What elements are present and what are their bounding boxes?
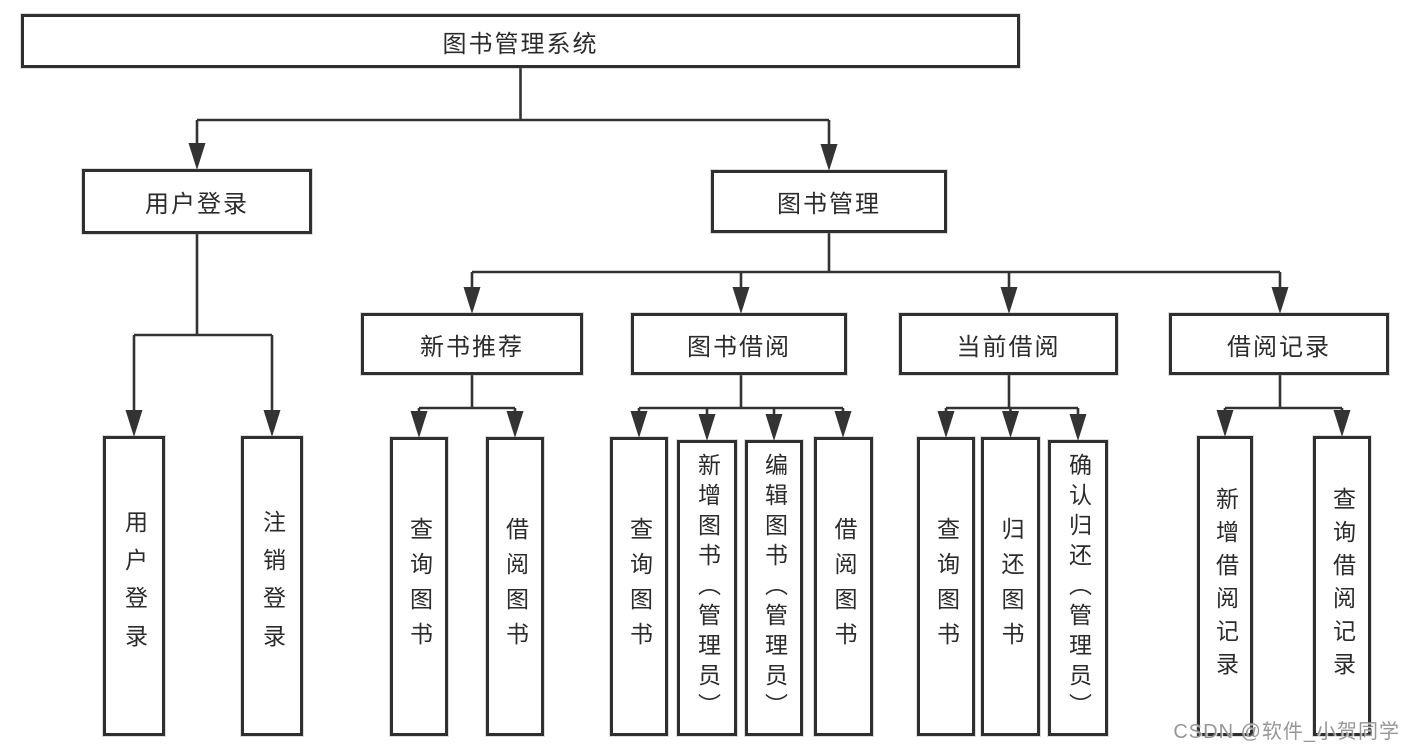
node-label: 图书借阅 [687, 333, 791, 361]
arrow-down-icon [463, 287, 481, 314]
node-current-borrowing: 当前借阅 [899, 313, 1118, 375]
arrow-down-icon [1002, 411, 1019, 438]
arrow-down-icon [410, 411, 428, 438]
node-label: 借阅图书 [831, 516, 857, 657]
arrow-down-icon [820, 144, 838, 171]
node-leaf-return-books: 归还图书 [981, 437, 1040, 736]
csdn-watermark: CSDN @软件_小贺同学 [1173, 721, 1400, 743]
node-leaf-query-books-2: 查询图书 [610, 437, 668, 736]
node-leaf-borrow-books-1: 借阅图书 [486, 437, 544, 736]
arrow-down-icon [263, 410, 281, 437]
node-library-management-system: 图书管理系统 [21, 14, 1020, 68]
node-book-borrowing: 图书借阅 [631, 313, 847, 375]
node-label: 归还图书 [998, 516, 1024, 657]
node-label: 借阅图书 [502, 516, 529, 657]
node-leaf-add-books-admin: 新增图书（管理员） [677, 440, 737, 736]
node-label: 用户登录 [121, 510, 148, 662]
node-label: 确认归还（管理员） [1065, 453, 1092, 723]
arrow-down-icon [937, 411, 955, 438]
node-label: 图书管理 [777, 191, 881, 218]
node-user-login: 用户登录 [82, 169, 312, 234]
arrow-down-icon [125, 410, 143, 437]
node-label: 当前借阅 [956, 333, 1061, 361]
node-label: 新书推荐 [420, 333, 524, 361]
node-label: 用户登录 [145, 191, 249, 218]
node-label: 查询图书 [406, 516, 433, 657]
arrow-down-icon [506, 411, 524, 438]
node-leaf-query-books-1: 查询图书 [390, 437, 448, 736]
node-new-book-recommend: 新书推荐 [361, 313, 583, 375]
node-leaf-edit-books-admin: 编辑图书（管理员） [745, 440, 803, 736]
arrow-down-icon [732, 287, 750, 314]
node-label: 编辑图书（管理员） [761, 453, 788, 723]
arrow-down-icon [630, 411, 648, 438]
node-leaf-user-login: 用户登录 [103, 436, 165, 736]
node-label: 查询借阅记录 [1329, 487, 1356, 685]
arrow-down-icon [1069, 414, 1087, 441]
node-label: 注销登录 [259, 510, 286, 662]
node-leaf-borrow-books-2: 借阅图书 [814, 437, 873, 736]
node-label: 借阅记录 [1227, 333, 1331, 361]
node-label: 查询图书 [933, 516, 960, 657]
node-book-management: 图书管理 [711, 170, 947, 233]
arrow-down-icon [698, 414, 716, 441]
node-leaf-add-borrow-record: 新增借阅记录 [1197, 436, 1253, 736]
node-label: 查询图书 [626, 516, 653, 657]
arrow-down-icon [1271, 287, 1289, 314]
node-label: 新增借阅记录 [1212, 487, 1239, 685]
node-label: 新增图书（管理员） [694, 453, 721, 723]
node-label: 图书管理系统 [442, 30, 599, 58]
arrow-down-icon [1333, 410, 1351, 437]
node-borrowing-records: 借阅记录 [1169, 313, 1389, 375]
arrow-down-icon [188, 143, 206, 170]
arrow-down-icon [1000, 287, 1018, 314]
node-leaf-logout: 注销登录 [241, 436, 303, 736]
node-leaf-query-borrow-record: 查询借阅记录 [1313, 436, 1371, 736]
arrow-down-icon [765, 414, 783, 441]
arrowheads [125, 143, 1351, 441]
node-leaf-confirm-return-admin: 确认归还（管理员） [1048, 440, 1108, 736]
arrow-down-icon [1216, 410, 1234, 437]
arrow-down-icon [834, 411, 852, 438]
node-leaf-query-books-3: 查询图书 [917, 437, 975, 736]
connector-path [132, 68, 1344, 436]
